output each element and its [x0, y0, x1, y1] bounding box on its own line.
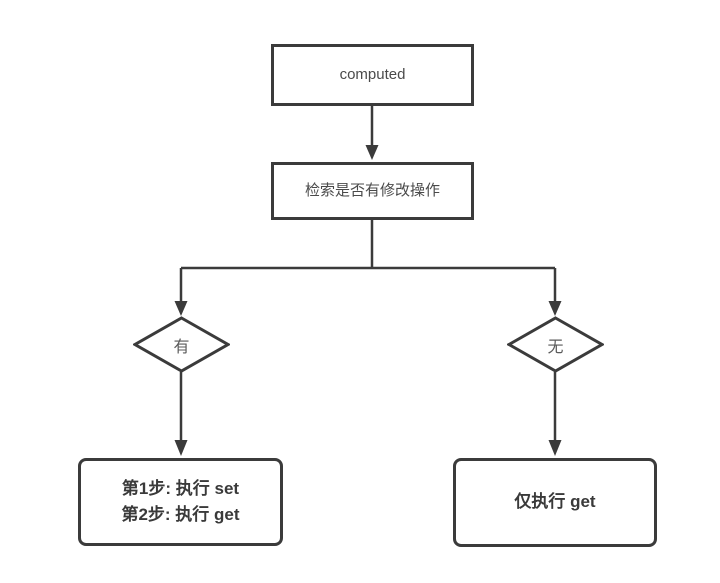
- node-result-step1-label: 第1步: 执行 set: [121, 478, 240, 498]
- edge-no-without-setter: [548, 372, 562, 456]
- node-check-modification: 检索是否有修改操作: [271, 162, 474, 220]
- edge-start-check: [365, 106, 379, 160]
- node-result-step2-label: 第2步: 执行 get: [121, 505, 240, 524]
- diamond-shape: [133, 316, 230, 373]
- diamond-shape: [507, 316, 604, 373]
- node-decision-no: 无: [507, 316, 604, 373]
- node-result-get-only: 仅执行 get: [453, 458, 657, 547]
- node-decision-yes-label: 有: [173, 338, 190, 356]
- node-computed: computed: [271, 44, 474, 106]
- node-decision-no-label: 无: [547, 338, 564, 356]
- edge-split-yes: [174, 268, 188, 316]
- node-result-set-then-get: 第1步: 执行 set 第2步: 执行 get: [78, 458, 283, 546]
- edge-check-split: [181, 220, 555, 270]
- node-computed-label: computed: [339, 66, 406, 84]
- node-check-modification-label: 检索是否有修改操作: [304, 182, 440, 200]
- edge-split-no: [548, 268, 562, 316]
- node-result-get-only-label: 仅执行 get: [514, 492, 596, 512]
- node-decision-yes: 有: [133, 316, 230, 373]
- edge-yes-with-setter: [174, 372, 188, 456]
